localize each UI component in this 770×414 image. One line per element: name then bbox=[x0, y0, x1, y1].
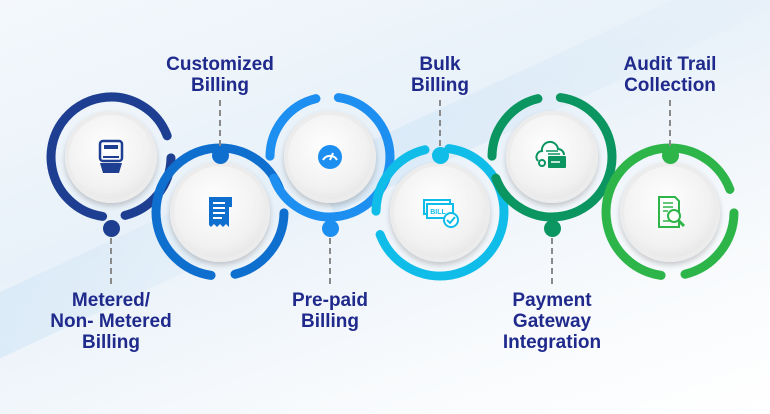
connector-dot bbox=[544, 220, 561, 237]
bill-check-icon: BILL bbox=[423, 199, 459, 228]
connector-line bbox=[439, 100, 441, 146]
icon-badge bbox=[506, 111, 598, 203]
feature-node bbox=[151, 143, 289, 281]
connector-line bbox=[329, 238, 331, 284]
feature-node bbox=[46, 92, 176, 222]
connector-dot bbox=[103, 220, 120, 237]
feature-label: Metered/ Non- Metered Billing bbox=[50, 290, 172, 353]
icon-badge: BILL bbox=[390, 162, 490, 262]
gauge-icon bbox=[318, 145, 342, 169]
icon-badge bbox=[170, 162, 270, 262]
bill-icon-text: BILL bbox=[430, 209, 446, 216]
progress-ring bbox=[265, 92, 395, 222]
connector-dot bbox=[432, 147, 449, 164]
progress-ring bbox=[46, 92, 176, 222]
connector-line bbox=[219, 100, 221, 146]
connector-dot bbox=[322, 220, 339, 237]
progress-ring bbox=[601, 143, 739, 281]
meter-icon bbox=[98, 139, 124, 173]
feature-label: Audit Trail Collection bbox=[623, 54, 717, 96]
connector-dot bbox=[662, 147, 679, 164]
cloud-card-icon bbox=[535, 140, 566, 168]
progress-ring bbox=[371, 143, 509, 281]
receipt-icon bbox=[209, 197, 232, 227]
feature-label: Pre-paid Billing bbox=[291, 290, 369, 332]
icon-badge bbox=[65, 111, 157, 203]
icon-badge bbox=[284, 111, 376, 203]
feature-node bbox=[487, 92, 617, 222]
progress-ring bbox=[151, 143, 289, 281]
feature-node: BILL bbox=[371, 143, 509, 281]
connector-line bbox=[110, 238, 112, 284]
connector-line bbox=[669, 100, 671, 146]
feature-label: Bulk Billing bbox=[410, 54, 470, 96]
progress-ring bbox=[487, 92, 617, 222]
feature-label: Payment Gateway Integration bbox=[502, 290, 602, 353]
feature-node bbox=[265, 92, 395, 222]
connector-dot bbox=[212, 147, 229, 164]
feature-label: Customized Billing bbox=[166, 54, 274, 96]
connector-line bbox=[551, 238, 553, 284]
feature-node bbox=[601, 143, 739, 281]
document-search-icon bbox=[658, 196, 686, 228]
icon-badge bbox=[620, 162, 720, 262]
